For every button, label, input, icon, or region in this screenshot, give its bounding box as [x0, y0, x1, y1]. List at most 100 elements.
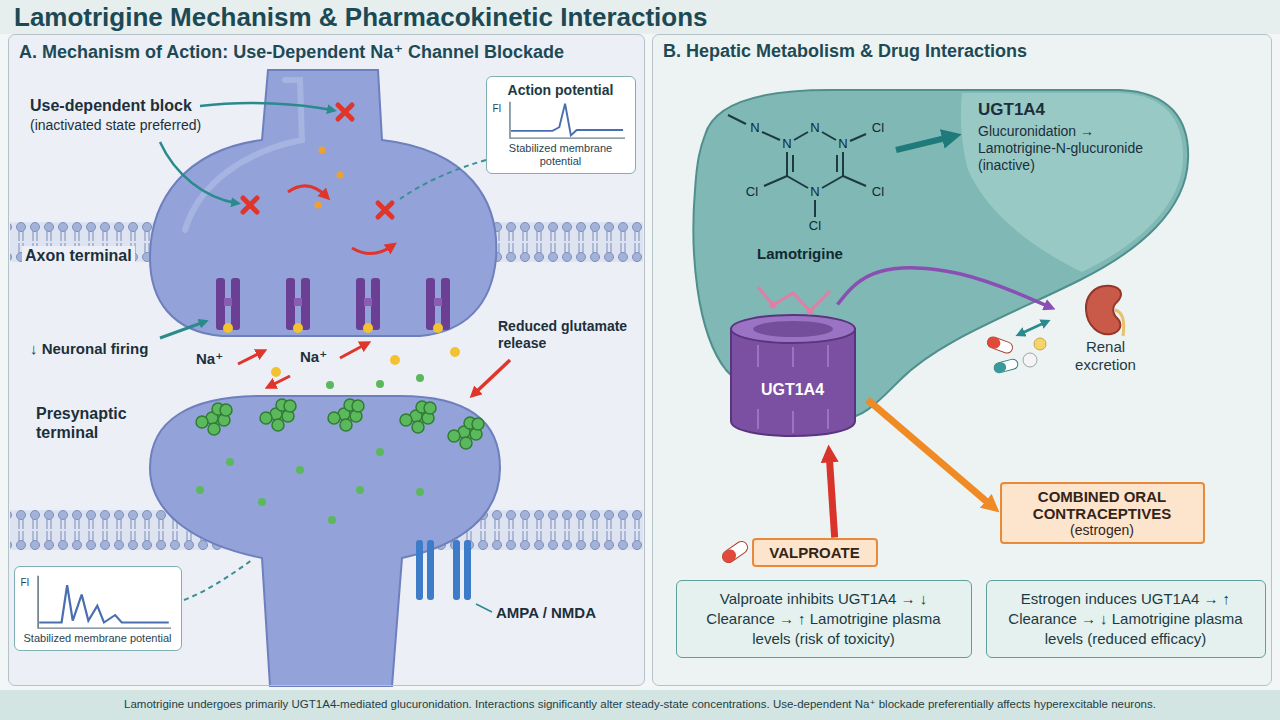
label-holder: Cl — [872, 184, 884, 200]
leader-line — [476, 604, 492, 612]
molecule-atom — [769, 301, 776, 308]
channel-subunit — [426, 278, 435, 330]
graph-row: FI — [493, 98, 629, 142]
lamotrigine-structure — [728, 115, 866, 217]
panel-band: B. Hepatic Metabolism & Drug Interaction… — [652, 34, 1272, 686]
organ-label: Renal excretion — [1056, 338, 1156, 374]
bound-molecule — [758, 287, 830, 311]
ion-dot — [363, 323, 373, 333]
panel-heading: B. Hepatic Metabolism & Drug Interaction… — [653, 35, 1271, 68]
atom-symbol: Cl — [746, 184, 758, 200]
vesicle-cluster — [328, 399, 364, 431]
label-holder: Reduced glutamate release — [498, 318, 640, 352]
bond — [728, 115, 746, 124]
drug-note: (estrogen) — [1010, 522, 1195, 538]
callout-label: Use-dependent block — [30, 96, 192, 115]
atom-symbol: N — [810, 184, 819, 200]
enzyme-stripes — [758, 345, 828, 433]
glutamate-dot — [326, 381, 334, 389]
effect-text: Estrogen induces UGT1A4 → ↑ Clearance → … — [997, 589, 1255, 650]
graph-trace — [39, 585, 169, 622]
capsule-icon — [986, 335, 1014, 354]
exchange-arrow — [1020, 322, 1046, 334]
bond — [764, 176, 787, 186]
part-label: Presynaptic terminal — [36, 404, 146, 442]
label-holder: N — [782, 136, 791, 152]
molecule-name: Lamotrigine — [757, 245, 843, 263]
label-holder: Cl — [809, 218, 821, 234]
ion-label: Na⁺ — [300, 348, 327, 366]
channel-subunit — [231, 278, 240, 330]
effect-box: Valproate inhibits UGT1A4 → ↓ Clearance … — [676, 580, 972, 659]
label-holder: AMPA / NMDA — [496, 604, 596, 622]
label-holder: Na⁺ — [300, 348, 327, 366]
atom-symbol: N — [782, 136, 791, 152]
arrow-connector — [838, 268, 1048, 306]
capsule-icon — [993, 358, 1019, 374]
receptor-subunit — [416, 540, 423, 600]
diagram-title: Lamotrigine Mechanism & Pharmacokinetic … — [14, 2, 1280, 32]
arrow-connector — [829, 457, 834, 537]
part-label: Axon terminal — [22, 246, 135, 265]
tablet-icon — [1023, 353, 1037, 367]
bond — [836, 155, 838, 172]
drug-name: VALPROATE — [762, 544, 868, 561]
label-holder: Na⁺ — [196, 350, 223, 368]
leader-line — [400, 160, 486, 199]
flow-arrow — [340, 344, 366, 358]
bond — [822, 132, 836, 140]
bond — [843, 176, 866, 186]
flow-arrow — [288, 186, 326, 196]
pill-group — [986, 335, 1046, 374]
label-holder: N — [810, 184, 819, 200]
glutamate-dot — [328, 516, 336, 524]
channel-subunit — [441, 278, 450, 330]
panel-band: A. Mechanism of Action: Use-Dependent Na… — [8, 34, 645, 686]
graph-row: FI — [21, 572, 175, 632]
label-holder: N — [750, 120, 759, 136]
flow-arrow — [270, 376, 290, 386]
signal-trace — [509, 100, 625, 140]
glutamate-dot — [226, 458, 234, 466]
effect-text: Valproate inhibits UGT1A4 → ↓ Clearance … — [687, 589, 961, 650]
enzyme-body — [731, 329, 855, 436]
label-holder: UGT1A4 — [978, 100, 1045, 120]
panel-ground — [8, 34, 645, 686]
ion-dot — [319, 147, 326, 154]
glutamate-dot — [416, 374, 424, 382]
graph-trace — [510, 103, 622, 135]
label-holder: Use-dependent block — [30, 96, 192, 115]
caption-text: Lamotrigine undergoes primarily UGT1A4-m… — [124, 698, 1156, 711]
leader-line — [184, 560, 252, 600]
label-holder: Presynaptic terminal — [36, 404, 146, 442]
atom-symbol: Cl — [809, 218, 821, 234]
enzyme-heading: UGT1A4 — [978, 100, 1045, 120]
atom-symbol: Cl — [872, 120, 884, 136]
vesicle-cluster — [196, 403, 232, 435]
ion-dot — [293, 323, 303, 333]
block-mark — [338, 105, 352, 119]
bond — [786, 152, 788, 176]
glutamate-dot — [376, 448, 384, 456]
atom-symbol: Cl — [872, 184, 884, 200]
channel-subunit — [286, 278, 295, 330]
receptor-symbol — [416, 540, 471, 600]
flow-arrow — [474, 360, 510, 394]
flow-arrow — [352, 246, 392, 254]
inset-caption: Stabilized membrane potential — [21, 632, 175, 645]
channel-bridge — [224, 298, 232, 306]
channel-bridge — [434, 298, 442, 306]
capsule-body — [993, 358, 1019, 374]
label-holder: N — [838, 136, 847, 152]
atom-symbol: N — [750, 120, 759, 136]
tablet-icon — [1034, 338, 1046, 350]
axis-label: FI — [493, 103, 502, 114]
receptor-label: AMPA / NMDA — [496, 604, 596, 622]
ion-dot — [450, 347, 460, 357]
inset-box: Action potentialFIStabilized membrane po… — [486, 76, 636, 174]
